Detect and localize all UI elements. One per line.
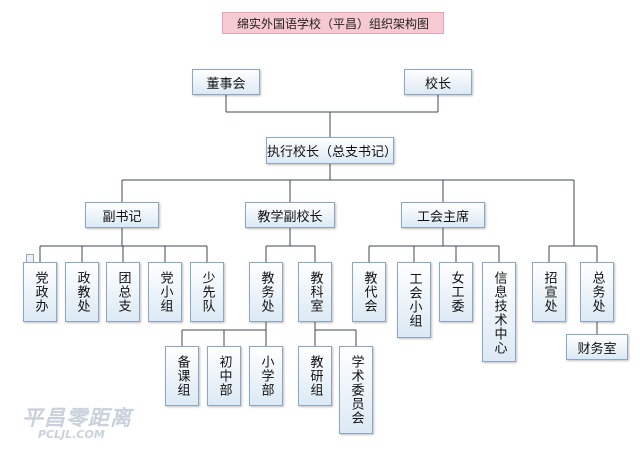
node-party-office: 党政办 (23, 262, 57, 322)
node-label: 备课组 (174, 355, 190, 397)
node-young-pioneers: 少先队 (190, 262, 224, 322)
node-it-center: 信息技术中心 (482, 262, 516, 362)
node-label: 教代会 (361, 271, 377, 313)
node-label: 学术委员会 (348, 355, 364, 425)
node-label: 团总支 (115, 271, 131, 313)
node-label: 校长 (424, 76, 451, 92)
node-teaching-research-office: 教科室 (298, 262, 332, 322)
node-primary: 小学部 (249, 346, 283, 406)
node-teaching-vp: 教学副校长 (245, 202, 335, 228)
node-general-affairs: 总务处 (580, 262, 614, 322)
node-label: 董事会 (206, 76, 246, 92)
node-principal: 校长 (404, 69, 472, 95)
node-label: 教学副校长 (257, 209, 323, 225)
node-label: 党政办 (32, 271, 48, 313)
node-lesson-prep: 备课组 (165, 346, 199, 406)
node-women-committee: 女工委 (439, 262, 473, 322)
node-research-group: 教研组 (298, 346, 332, 406)
node-deputy-secretary: 副书记 (85, 202, 159, 228)
chart-title: 绵实外国语学校（平昌）组织架构图 (222, 12, 444, 34)
node-label: 副书记 (102, 209, 142, 225)
node-party-group: 党小组 (148, 262, 182, 322)
node-exec-principal: 执行校长（总支书记） (266, 137, 398, 164)
node-label: 政教处 (74, 271, 90, 313)
node-academic-affairs: 教务处 (249, 262, 283, 322)
node-label: 小学部 (258, 355, 274, 397)
node-admissions: 招宣处 (532, 262, 566, 322)
node-label: 教务处 (258, 271, 274, 313)
watermark-domain: PCLJL.COM (38, 428, 105, 441)
node-label: 初中部 (216, 355, 232, 397)
node-label: 招宣处 (541, 271, 557, 313)
node-union-chair: 工会主席 (401, 202, 485, 228)
node-academic-committee: 学术委员会 (339, 346, 373, 434)
node-staff-congress: 教代会 (352, 262, 386, 322)
node-label: 总务处 (589, 271, 605, 313)
node-label: 教研组 (307, 355, 323, 397)
node-label: 女工委 (448, 271, 464, 313)
node-youth-league: 团总支 (106, 262, 140, 322)
node-finance: 财务室 (566, 334, 628, 360)
node-label: 执行校长（总支书记） (267, 145, 398, 160)
node-label: 少先队 (199, 271, 215, 313)
node-label: 工会小组 (406, 272, 422, 328)
node-union-group: 工会小组 (397, 262, 431, 338)
watermark-logo: 平昌零距离 (22, 406, 132, 430)
node-label: 工会主席 (416, 209, 469, 225)
node-label: 党小组 (157, 271, 173, 313)
node-label: 教科室 (307, 271, 323, 313)
node-label: 信息技术中心 (491, 271, 507, 355)
node-label: 财务室 (577, 341, 617, 357)
node-junior-high: 初中部 (207, 346, 241, 406)
node-board: 董事会 (192, 69, 260, 95)
node-political-edu: 政教处 (65, 262, 99, 322)
